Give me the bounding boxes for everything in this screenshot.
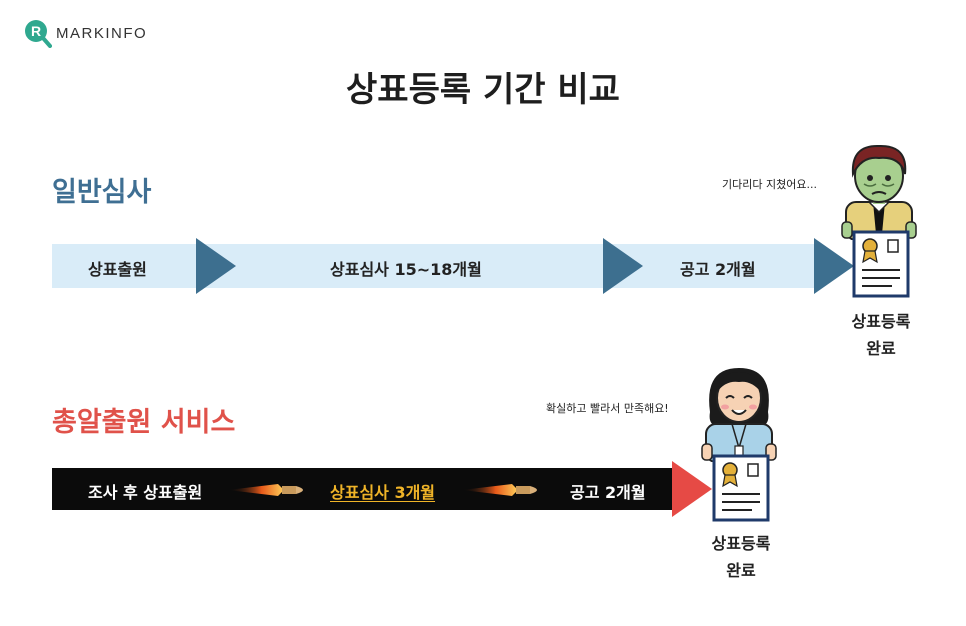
general-arrow-3 — [814, 238, 854, 294]
service-step-publication: 공고 2개월 — [570, 483, 646, 502]
logo: R MARKINFO — [22, 18, 147, 48]
page-title: 상표등록 기간 비교 — [346, 70, 620, 110]
logo-text: MARKINFO — [56, 24, 148, 42]
certificate-icon — [852, 230, 910, 298]
service-arrow — [672, 461, 712, 517]
service-timeline-bar — [52, 468, 677, 510]
service-step-filing: 조사 후 상표출원 — [88, 483, 203, 502]
service-done-label: 상표등록 완료 — [696, 530, 786, 584]
general-step-publication: 공고 2개월 — [680, 260, 756, 279]
general-section-label: 일반심사 — [52, 177, 152, 208]
general-done-line2: 완료 — [866, 339, 896, 358]
general-done-label: 상표등록 완료 — [836, 308, 926, 362]
general-timeline-bar — [52, 244, 822, 288]
bullet-icon — [462, 484, 537, 496]
logo-icon: R — [25, 20, 52, 48]
general-arrow-2 — [603, 238, 643, 294]
tired-man-icon — [841, 144, 917, 240]
happy-woman-icon — [701, 368, 777, 462]
certificate-icon — [712, 454, 770, 522]
service-section-label: 총알출원 서비스 — [52, 407, 236, 438]
general-done-line1: 상표등록 — [851, 312, 911, 331]
service-done-line2: 완료 — [726, 561, 756, 580]
general-speech: 기다리다 지쳤어요... — [722, 178, 817, 191]
general-step-exam: 상표심사 15~18개월 — [330, 260, 482, 279]
logo-letter: R — [31, 23, 41, 39]
general-arrow-1 — [196, 238, 236, 294]
service-done-line1: 상표등록 — [711, 534, 771, 553]
service-speech: 확실하고 빨라서 만족해요! — [546, 402, 669, 415]
bullet-icon — [228, 484, 303, 496]
service-step-exam: 상표심사 3개월 — [330, 483, 436, 502]
general-step-filing: 상표출원 — [88, 260, 147, 279]
